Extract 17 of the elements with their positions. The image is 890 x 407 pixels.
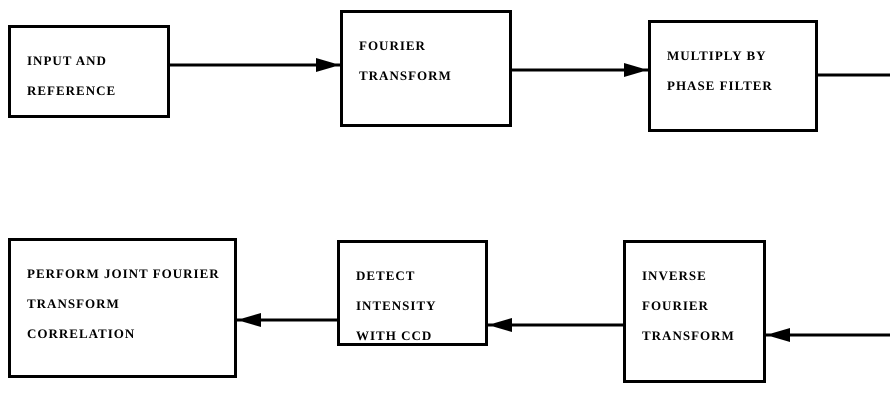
process-box — [648, 20, 818, 132]
arrow — [488, 318, 623, 332]
box-label: PERFORM JOINT FOURIER TRANSFORM CORRELATION — [27, 265, 221, 343]
box-label: INVERSE FOURIER TRANSFORM — [642, 267, 736, 345]
process-box — [8, 25, 170, 118]
box-label: DETECT INTENSITY WITH CCD — [356, 267, 438, 345]
arrow — [766, 328, 890, 342]
process-box — [337, 240, 488, 346]
box-label: FOURIER TRANSFORM — [359, 37, 453, 85]
arrow — [170, 58, 340, 72]
box-label: MULTIPLY BY PHASE FILTER — [667, 47, 774, 95]
arrow — [237, 313, 337, 327]
process-box — [340, 10, 512, 127]
process-box — [623, 240, 766, 383]
process-box — [8, 238, 237, 378]
box-label: INPUT AND REFERENCE — [27, 52, 118, 100]
arrow — [512, 63, 648, 77]
